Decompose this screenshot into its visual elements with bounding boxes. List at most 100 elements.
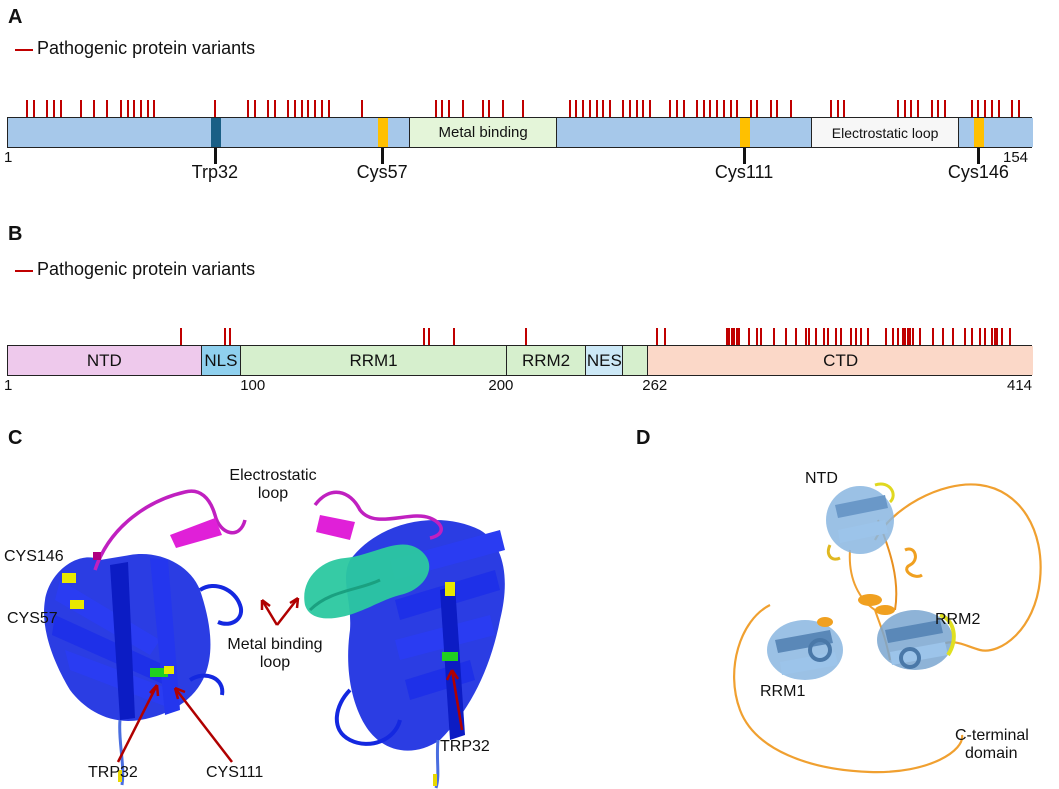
sod1-variant-tick bbox=[984, 100, 987, 117]
sod1-variant-tick bbox=[153, 100, 156, 117]
tdp43-segment-nls: NLS bbox=[201, 346, 242, 375]
sod1-variant-tick bbox=[126, 100, 129, 117]
sod1-residue-marker-cys57 bbox=[378, 118, 389, 147]
sod1-variant-tick bbox=[273, 100, 276, 117]
sod1-variant-tick bbox=[139, 100, 142, 117]
legend-line-a bbox=[15, 49, 33, 51]
sod1-variant-tick bbox=[769, 100, 772, 117]
tdp43-variant-tick bbox=[909, 328, 912, 345]
tdp43-start-label: 1 bbox=[4, 377, 13, 394]
ntd-cluster bbox=[826, 482, 895, 561]
metal-binding-loop-label: Metal binding loop bbox=[210, 636, 340, 672]
sod1-structure-image bbox=[44, 489, 505, 789]
sod1-variant-tick bbox=[481, 100, 484, 117]
panel-label-a: A bbox=[8, 6, 23, 28]
sod1-variant-tick bbox=[977, 100, 980, 117]
sod1-variant-tick bbox=[287, 100, 290, 117]
tdp43-variant-tick bbox=[738, 328, 741, 345]
cys57-label: CYS57 bbox=[7, 610, 58, 627]
c-terminal-domain-label: C-terminal domain bbox=[955, 727, 1045, 763]
sod1-variant-tick bbox=[696, 100, 699, 117]
sod1-variant-tick bbox=[320, 100, 323, 117]
sod1-variant-tick bbox=[897, 100, 899, 117]
sod1-variant-tick bbox=[488, 100, 491, 117]
tdp43-variant-tick bbox=[996, 328, 999, 345]
tdp43-variant-tick bbox=[906, 328, 909, 345]
tdp43-variant-tick bbox=[807, 328, 810, 345]
tdp43-variant-tick bbox=[991, 328, 994, 345]
sod1-residue-marker-cys146 bbox=[974, 118, 985, 147]
sod1-variant-tick bbox=[327, 100, 330, 117]
sod1-variant-tick bbox=[461, 100, 464, 117]
sod1-variant-tick bbox=[997, 100, 1000, 117]
tdp43-segment-nes: NES bbox=[586, 346, 624, 375]
sod1-variant-tick bbox=[46, 100, 49, 117]
sod1-variant-tick bbox=[582, 100, 585, 117]
annotation-arrows bbox=[116, 596, 464, 763]
tdp43-variant-tick bbox=[901, 328, 904, 345]
tdp43-variant-track bbox=[7, 328, 1032, 346]
tdp43-position-label-200: 200 bbox=[488, 377, 514, 394]
sod1-variant-tick bbox=[749, 100, 752, 117]
sod1-variant-tick bbox=[448, 100, 451, 117]
sod1-variant-tick bbox=[575, 100, 578, 117]
tdp43-variant-tick bbox=[911, 328, 914, 345]
sod1-segment-metal-binding-1: Metal binding bbox=[409, 118, 558, 147]
electrostatic-loop-label: Electrostatic loop bbox=[218, 467, 328, 503]
tdp43-variant-tick bbox=[884, 328, 887, 345]
sod1-residue-line-cys146 bbox=[977, 148, 981, 164]
tdp43-variant-tick bbox=[931, 328, 934, 345]
tdp43-structure-image bbox=[733, 482, 1042, 774]
sod1-variant-tick bbox=[736, 100, 739, 117]
rrm1-structure-label: RRM1 bbox=[760, 683, 806, 700]
tdp43-variant-tick bbox=[785, 328, 788, 345]
ntd-structure-label: NTD bbox=[805, 470, 838, 487]
sod1-variant-tick bbox=[669, 100, 672, 117]
tdp43-variant-tick bbox=[422, 328, 425, 345]
sod1-segment-domain-4 bbox=[959, 118, 1033, 147]
tdp43-variant-tick bbox=[892, 328, 895, 345]
sod1-residue-marker-cys111 bbox=[739, 118, 750, 147]
sod1-variant-tick bbox=[26, 100, 29, 117]
rrm1-cluster bbox=[767, 620, 843, 680]
tdp43-variant-tick bbox=[849, 328, 852, 345]
sod1-variant-tick bbox=[716, 100, 719, 117]
rrm2-structure-label: RRM2 bbox=[935, 611, 981, 628]
tdp43-variant-tick bbox=[663, 328, 666, 345]
tdp43-variant-tick bbox=[993, 328, 996, 345]
tdp43-variant-tick bbox=[735, 328, 738, 345]
tdp43-variant-tick bbox=[728, 328, 731, 345]
sod1-variant-track bbox=[7, 100, 1032, 118]
tdp43-variant-tick bbox=[983, 328, 986, 345]
trp32-right-label: TRP32 bbox=[440, 738, 490, 755]
sod1-variant-tick bbox=[119, 100, 122, 117]
sod1-variant-tick bbox=[294, 100, 297, 117]
sod1-variant-tick bbox=[300, 100, 303, 117]
cys111-label: CYS111 bbox=[206, 764, 264, 781]
tdp43-variant-tick bbox=[827, 328, 830, 345]
metal-binding-loop-label-line2: loop bbox=[259, 654, 291, 671]
sod1-right-monomer bbox=[304, 490, 505, 789]
sod1-segment-domain-0 bbox=[8, 118, 410, 147]
tdp43-segment-gap bbox=[623, 346, 649, 375]
sod1-variant-tick bbox=[568, 100, 571, 117]
sod1-residue-label-cys146: Cys146 bbox=[947, 162, 1009, 182]
tdp43-variant-tick bbox=[1001, 328, 1004, 345]
sod1-variant-tick bbox=[32, 100, 35, 117]
sod1-variant-tick bbox=[943, 100, 946, 117]
tdp43-variant-tick bbox=[224, 328, 227, 345]
sod1-variant-tick bbox=[267, 100, 270, 117]
tdp43-variant-tick bbox=[760, 328, 763, 345]
tdp43-variant-tick bbox=[427, 328, 430, 345]
tdp43-variant-tick bbox=[978, 328, 981, 345]
tdp43-variant-tick bbox=[452, 328, 455, 345]
sod1-variant-tick bbox=[709, 100, 712, 117]
sod1-variant-tick bbox=[843, 100, 846, 117]
tdp43-variant-tick bbox=[229, 328, 232, 345]
sod1-variant-tick bbox=[937, 100, 940, 117]
tdp43-variant-tick bbox=[919, 328, 922, 345]
sod1-variant-tick bbox=[635, 100, 638, 117]
